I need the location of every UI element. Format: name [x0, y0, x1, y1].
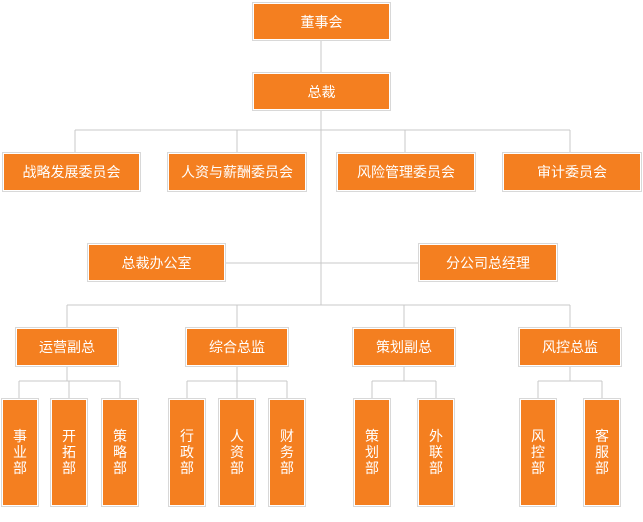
dept-strategy: 策略部: [101, 398, 139, 507]
dept-finance: 财务部: [268, 398, 306, 507]
division-risk-control: 风控总监: [518, 327, 622, 367]
dept-external-relations: 外联部: [417, 398, 455, 507]
committee-audit: 审计委员会: [502, 152, 642, 192]
division-planning: 策划副总: [352, 327, 456, 367]
board-node: 董事会: [252, 2, 391, 41]
dept-hr: 人资部: [218, 398, 256, 507]
division-operations: 运营副总: [15, 327, 119, 367]
division-general: 综合总监: [185, 327, 289, 367]
committee-strategy: 战略发展委员会: [2, 152, 141, 192]
dept-risk-control: 风控部: [519, 398, 557, 507]
dept-planning: 策划部: [353, 398, 391, 507]
dept-administration: 行政部: [168, 398, 206, 507]
dept-customer-service: 客服部: [583, 398, 621, 507]
committee-hr-compensation: 人资与薪酬委员会: [167, 152, 307, 192]
branch-manager-node: 分公司总经理: [418, 243, 558, 282]
dept-expansion: 开拓部: [50, 398, 88, 507]
dept-business: 事业部: [1, 398, 39, 507]
president-node: 总裁: [252, 72, 391, 111]
committee-risk: 风险管理委员会: [336, 152, 476, 192]
president-office-node: 总裁办公室: [87, 243, 226, 282]
